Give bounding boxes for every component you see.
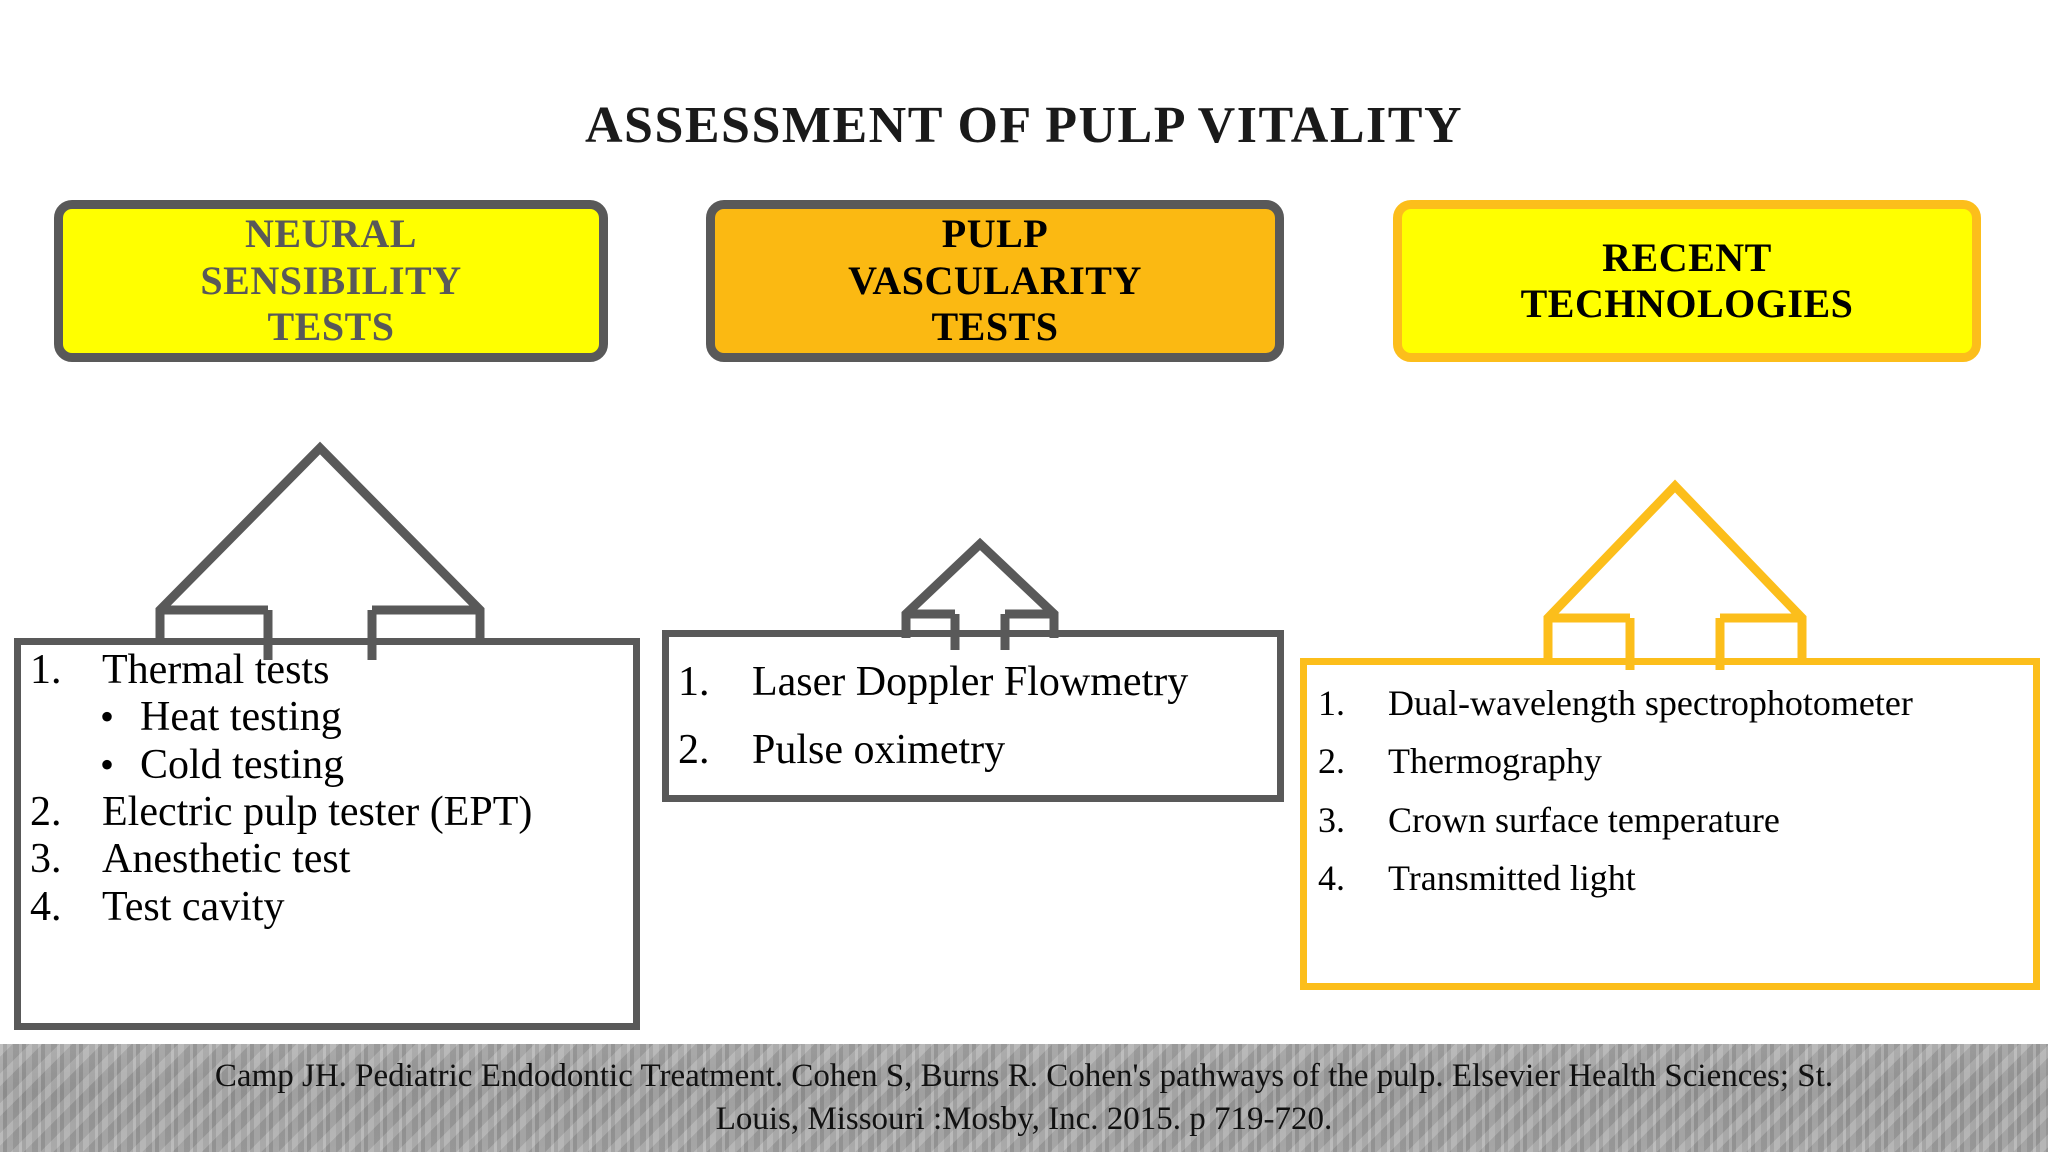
list-item[interactable]: • Heat testing: [30, 694, 650, 741]
header-box-pulp-vascularity-tests[interactable]: PULP VASCULARITY TESTS: [706, 200, 1284, 362]
list-item-label: Thermography: [1388, 741, 1602, 782]
list-item-label: Electric pulp tester (EPT): [102, 789, 533, 836]
list-item[interactable]: 4. Test cavity: [30, 883, 650, 930]
list-item-number: 3.: [30, 836, 62, 883]
list-item-label: Crown surface temperature: [1388, 799, 1780, 840]
citation-band: Camp JH. Pediatric Endodontic Treatment.…: [0, 1044, 2048, 1152]
list-item[interactable]: • Cold testing: [30, 741, 650, 788]
up-arrow-recent-icon: [1543, 479, 1807, 670]
list-item-label: Test cavity: [102, 883, 285, 930]
citation-line-2: Louis, Missouri :Mosby, Inc. 2015. p 719…: [715, 1101, 1333, 1137]
header-box-label: NEURAL SENSIBILITY TESTS: [200, 211, 462, 350]
list-item[interactable]: 2. Pulse oximetry: [678, 716, 1288, 784]
list-item-number: 2.: [1318, 741, 1345, 782]
header-box-neural-sensibility-tests[interactable]: NEURAL SENSIBILITY TESTS: [54, 200, 608, 362]
list-item-label: Cold testing: [140, 741, 345, 788]
list-item-number: 2.: [678, 727, 710, 774]
header-box-label: RECENT TECHNOLOGIES: [1520, 234, 1854, 326]
list-item-number: 3.: [1318, 799, 1345, 840]
list-item-label: Laser Doppler Flowmetry: [752, 659, 1189, 705]
bullet-icon: •: [100, 694, 115, 740]
list-item[interactable]: 3. Crown surface temperature: [1318, 791, 2048, 849]
list-item-label: Anesthetic test: [102, 836, 351, 883]
list-item[interactable]: 2. Thermography: [1318, 732, 2048, 790]
list-item[interactable]: 1. Laser Doppler Flowmetry: [678, 648, 1288, 716]
list-item[interactable]: 1. Dual-wavelength spectrophotometer: [1318, 674, 2048, 732]
list-item-label: Transmitted light: [1388, 857, 1636, 898]
list-item-label: Pulse oximetry: [752, 727, 1006, 774]
list-item-number: 4.: [30, 883, 62, 930]
up-arrow-neural-icon: [155, 441, 485, 660]
list-item[interactable]: 1. Thermal tests: [30, 647, 650, 693]
list-item-label: Heat testing: [140, 694, 342, 741]
list-item[interactable]: 3. Anesthetic test: [30, 836, 650, 883]
list-item-number: 4.: [1318, 857, 1345, 898]
list-item[interactable]: 2. Electric pulp tester (EPT): [30, 789, 650, 836]
list-item-number: 1.: [1318, 683, 1345, 723]
bullet-icon: •: [100, 741, 115, 787]
list-box-neural: [14, 638, 640, 1030]
list-item-label: Thermal tests: [102, 647, 330, 693]
list-item-number: 1.: [678, 659, 710, 705]
header-box-label: PULP VASCULARITY TESTS: [848, 211, 1142, 350]
page-title: ASSESSMENT OF PULP VITALITY: [584, 97, 1464, 154]
list-box-recent: [1300, 658, 2040, 990]
list-item-label: Dual-wavelength spectrophotometer: [1388, 683, 1913, 723]
citation-line-1: Camp JH. Pediatric Endodontic Treatment.…: [214, 1058, 1834, 1095]
list-item[interactable]: 4. Transmitted light: [1318, 849, 2048, 907]
header-box-recent-technologies[interactable]: RECENT TECHNOLOGIES: [1393, 200, 1981, 362]
list-recent-technologies: 1. Dual-wavelength spectrophotometer 2. …: [1318, 674, 2048, 907]
list-box-vascularity: [662, 630, 1284, 802]
list-item-number: 2.: [30, 789, 62, 836]
list-pulp-vascularity: 1. Laser Doppler Flowmetry 2. Pulse oxim…: [678, 648, 1288, 784]
list-item-number: 1.: [30, 647, 62, 693]
list-neural-sensibility: 1. Thermal tests • Heat testing • Cold t…: [30, 647, 650, 932]
